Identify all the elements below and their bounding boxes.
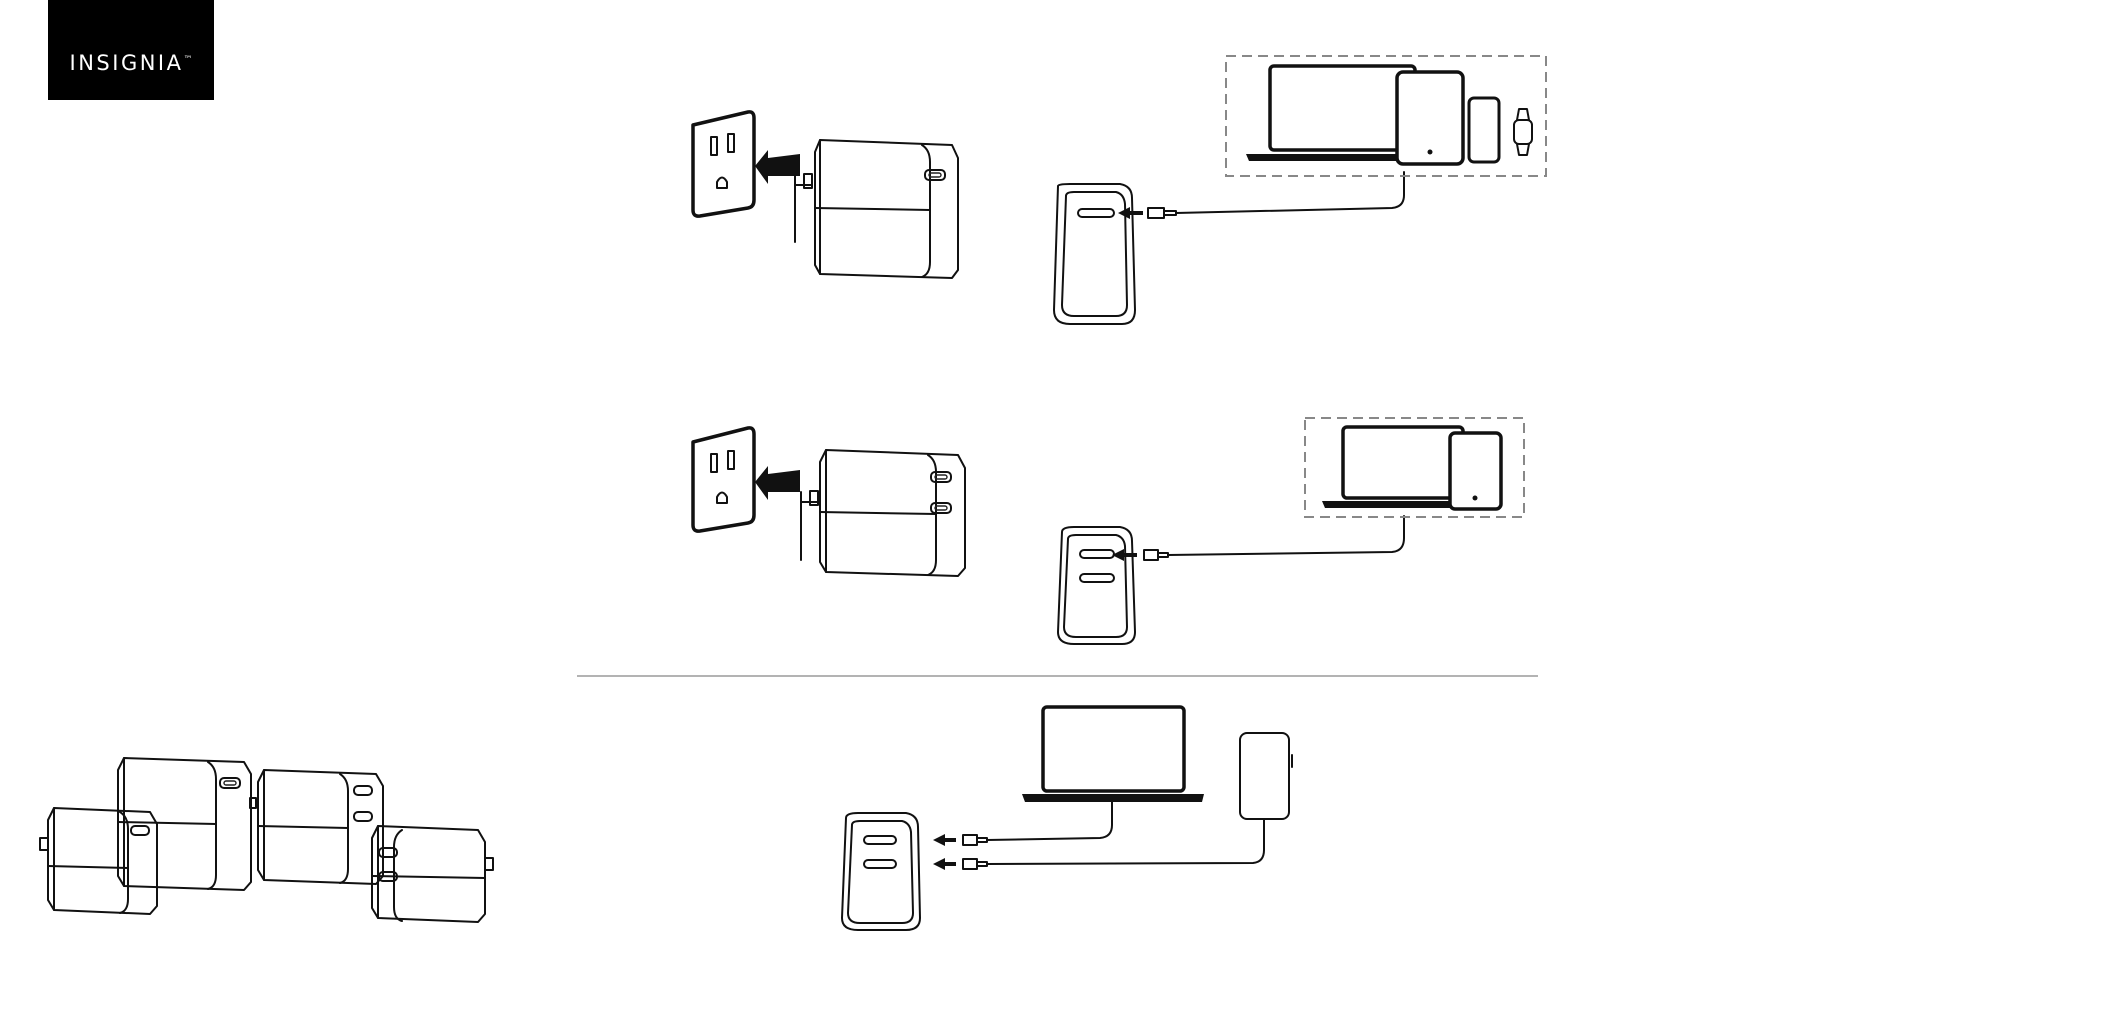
dual-port-charger-two-devices (842, 707, 1292, 930)
charger-front-icon (1054, 184, 1135, 324)
wall-outlet-icon (693, 112, 754, 216)
charger-front-icon (842, 813, 920, 930)
dual-port-charger-plug-in (693, 428, 965, 576)
cable-arrow-icon (933, 834, 956, 846)
single-port-charger-device-connection (1054, 56, 1546, 324)
watch-icon (1514, 109, 1532, 155)
cable-arrow-icon (1118, 207, 1143, 219)
single-port-charger-plug-in (693, 112, 958, 278)
laptop-icon (1022, 707, 1204, 802)
charger-icon (258, 770, 383, 884)
dual-port-charger-device-connection (1058, 418, 1524, 644)
phone-icon (1240, 733, 1292, 819)
cable-arrow-icon (933, 858, 956, 870)
insert-arrow-icon (755, 150, 800, 184)
charger-icon (372, 826, 493, 922)
charger-icon (815, 140, 958, 278)
tablet-icon (1450, 433, 1501, 509)
charger-icon (118, 758, 256, 890)
charger-front-icon (1058, 527, 1135, 644)
charger-icon (40, 808, 157, 914)
wall-outlet-icon (693, 428, 754, 531)
tablet-icon (1397, 72, 1463, 164)
insert-arrow-icon (755, 466, 800, 500)
charger-product-lineup (40, 758, 493, 922)
charger-icon (820, 450, 965, 576)
phone-icon (1469, 98, 1499, 162)
